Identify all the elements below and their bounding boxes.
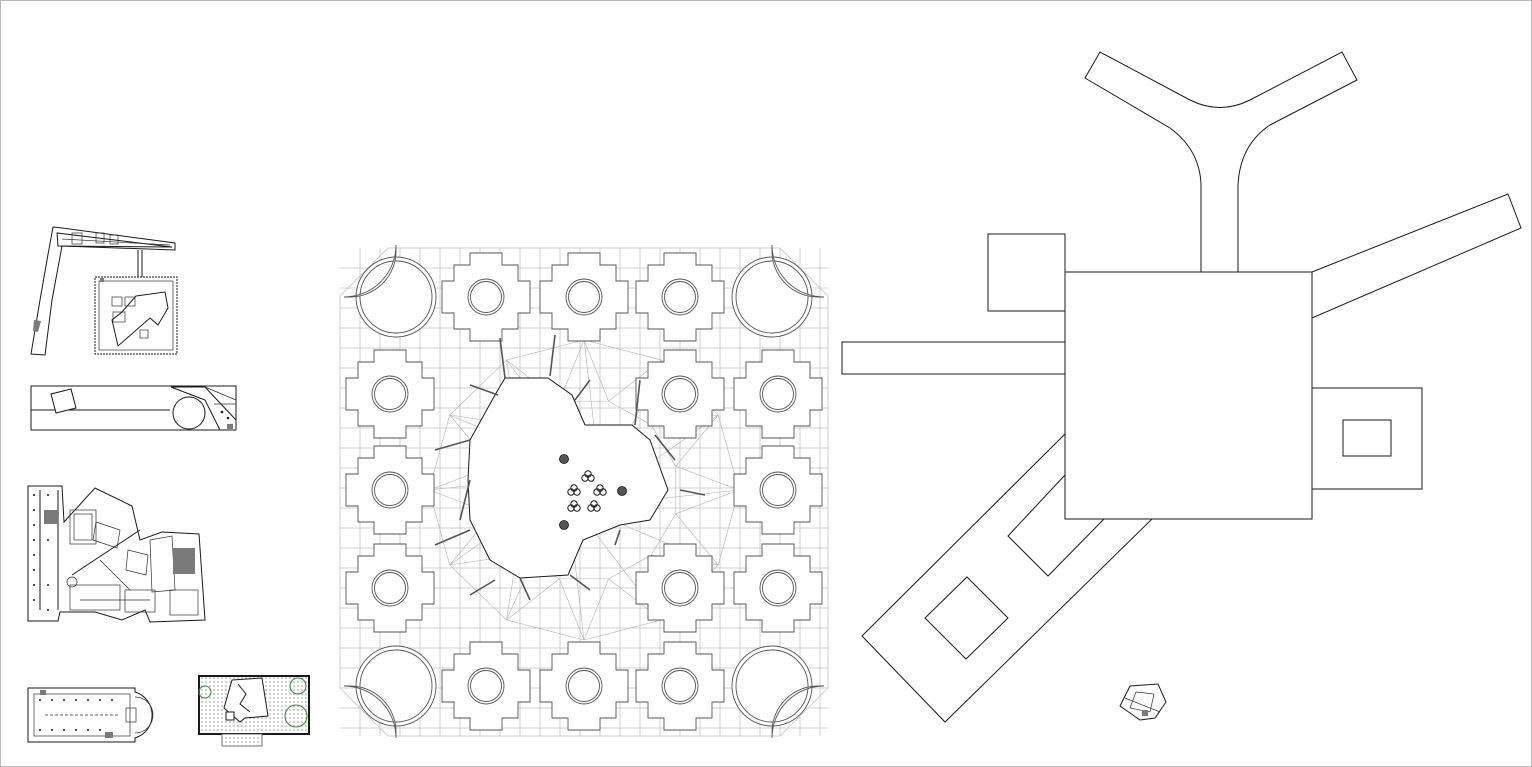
pier-right xyxy=(733,543,823,633)
corner-tower xyxy=(731,244,825,338)
tri-line xyxy=(650,513,677,556)
dot-row xyxy=(39,699,113,731)
mast-strut xyxy=(459,479,471,521)
court-piers xyxy=(345,252,823,731)
column-dot xyxy=(559,520,569,530)
column-dot xyxy=(559,454,569,464)
tri-line xyxy=(583,619,662,641)
tri-line xyxy=(608,554,652,580)
trefoil-column xyxy=(593,484,607,496)
mast-strut xyxy=(469,579,496,596)
pier-top xyxy=(635,252,725,342)
plan-small-angled xyxy=(30,226,178,356)
pier-left xyxy=(345,349,435,439)
wall-dots xyxy=(33,494,49,611)
pier-bottom xyxy=(539,641,629,731)
tri-line xyxy=(583,339,609,402)
court-void xyxy=(467,377,669,579)
mast-strut xyxy=(679,489,706,496)
trefoil-column xyxy=(567,500,581,512)
small-footprint xyxy=(1119,683,1167,721)
plan-garden xyxy=(198,675,310,747)
tri-line xyxy=(583,578,609,641)
corner-tower xyxy=(343,645,437,739)
section-elevation xyxy=(30,385,237,431)
court-center xyxy=(434,334,706,601)
tri-line xyxy=(449,564,507,621)
pier-right xyxy=(733,445,823,535)
mast-strut xyxy=(434,439,471,451)
mast-strut xyxy=(434,529,471,546)
pier-top xyxy=(441,252,531,342)
tri-line xyxy=(675,465,740,491)
pier-inner xyxy=(635,349,725,439)
mast-strut xyxy=(654,434,676,461)
corner-tower xyxy=(731,645,825,739)
tri-line xyxy=(675,489,740,515)
plan-irregular xyxy=(27,485,206,623)
mast-strut xyxy=(569,574,591,591)
pier-left xyxy=(345,445,435,535)
mast-strut xyxy=(634,379,641,426)
plan-grid-court xyxy=(339,244,829,739)
mast-strut xyxy=(614,529,621,546)
plan-linear-apse xyxy=(27,687,154,743)
tri-line xyxy=(506,339,585,361)
tri-line xyxy=(506,619,585,641)
mast-strut xyxy=(499,337,506,379)
mast-strut xyxy=(549,334,556,377)
pier-left xyxy=(345,543,435,633)
mast-strut xyxy=(574,379,591,401)
pier-bottom xyxy=(635,641,725,731)
tri-line xyxy=(608,400,652,426)
tri-line xyxy=(559,578,585,641)
pier-bottom xyxy=(441,641,531,731)
tri-line xyxy=(583,339,662,361)
trefoil-column xyxy=(581,470,595,482)
pier-right xyxy=(733,349,823,439)
mast-strut xyxy=(519,577,531,601)
site-massing xyxy=(841,51,1522,723)
trefoil-column xyxy=(567,484,581,496)
column-dot xyxy=(617,486,627,496)
tri-line xyxy=(506,578,560,621)
court-corner-towers xyxy=(343,244,825,739)
pier-inner xyxy=(635,543,725,633)
trefoil-column xyxy=(587,500,601,512)
pier-top xyxy=(539,252,629,342)
corner-tower xyxy=(343,244,437,338)
mast-strut xyxy=(469,384,499,396)
